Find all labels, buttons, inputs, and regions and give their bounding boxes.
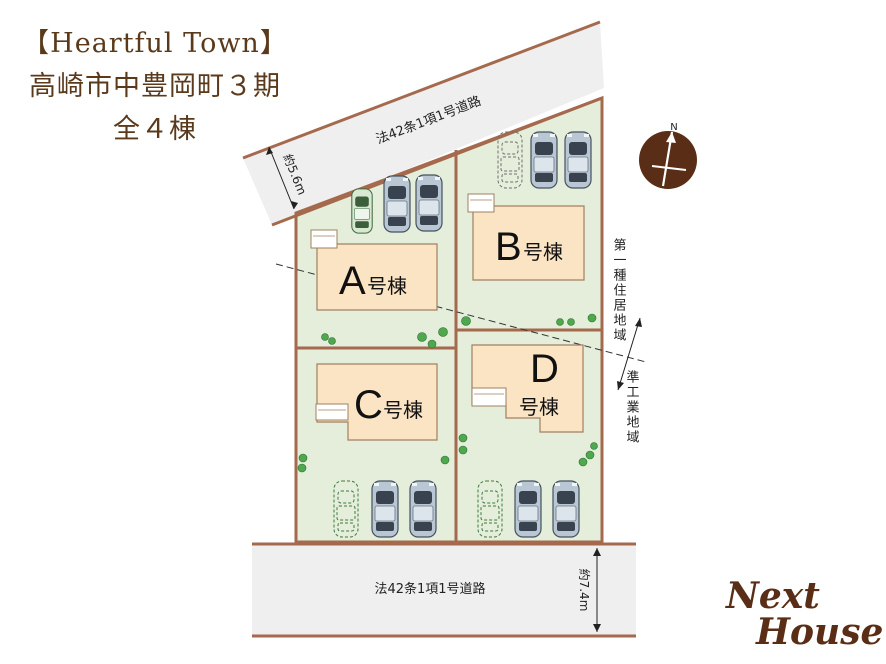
house-d	[471, 344, 584, 433]
title-line-2: 高崎市中豊岡町３期	[29, 71, 281, 102]
house-c-suffix: 号棟	[383, 398, 423, 422]
compass-north-label: N	[670, 122, 677, 133]
house-b	[467, 193, 585, 281]
brand-logo: Next House	[726, 575, 884, 653]
title-line-1: 【Heartful Town】	[22, 28, 288, 59]
house-d-suffix: 号棟	[519, 395, 559, 419]
house-a-letter: A	[339, 259, 366, 303]
house-b-label: B 号棟	[495, 225, 563, 269]
bottom-road-width-dimension: 約7.4m	[577, 548, 601, 632]
brand-line-2: House	[756, 611, 884, 653]
zoning-arrow	[617, 317, 642, 391]
house-d-letter: D	[530, 347, 559, 391]
top-road-lot-edge	[271, 96, 603, 227]
house-c-label: C 号棟	[354, 383, 423, 427]
top-road	[243, 22, 604, 225]
house-b-suffix: 号棟	[523, 240, 563, 264]
house-a	[310, 229, 438, 311]
zoning-lower-label: 準工業地域	[624, 369, 640, 445]
house-c	[315, 363, 438, 441]
brand-line-1: Next	[726, 575, 820, 617]
title-block: 【Heartful Town】 高崎市中豊岡町３期 全４棟	[0, 22, 310, 151]
house-a-label: A 号棟	[339, 259, 407, 303]
house-a-suffix: 号棟	[367, 274, 407, 298]
title-line-3: 全４棟	[113, 114, 197, 145]
house-d-label: D 号棟	[519, 347, 559, 419]
house-c-letter: C	[354, 383, 383, 427]
bottom-road-label: 法42条1項1号道路	[374, 581, 485, 597]
top-road-edge	[242, 20, 601, 160]
zoning-upper-label: 第一種住居地域	[611, 238, 627, 343]
house-b-letter: B	[495, 225, 522, 269]
zoning-boundary-line	[275, 263, 647, 363]
bottom-road	[252, 544, 636, 636]
bushes	[297, 313, 598, 473]
bottom-road-width-label: 約7.4m	[577, 569, 592, 612]
compass-icon: N	[639, 122, 697, 189]
